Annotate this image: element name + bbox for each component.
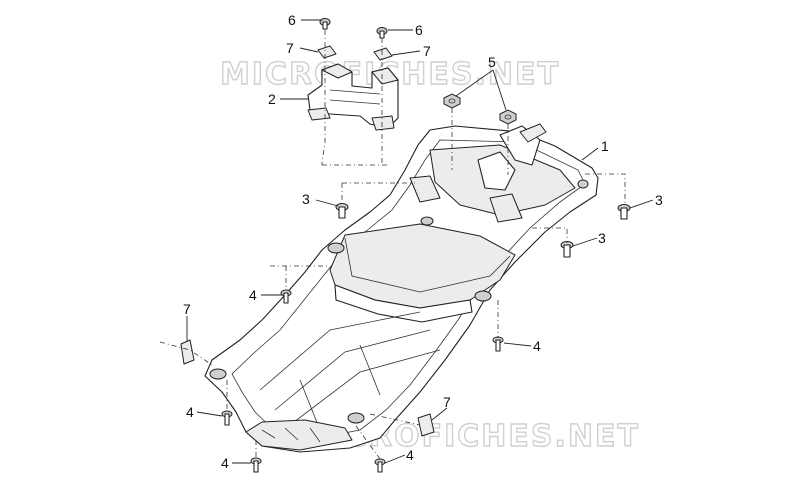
part-7-clip-b	[373, 47, 393, 61]
part-7-clip-d	[417, 413, 435, 437]
part-4-screw-c	[221, 410, 233, 426]
part-4-screw-a	[280, 289, 292, 304]
callout-3-right: 3	[655, 192, 663, 208]
part-4-screw-b	[492, 336, 504, 352]
callout-3-mid: 3	[598, 230, 606, 246]
callout-3-left: 3	[302, 191, 310, 207]
part-6-screw-right	[376, 27, 388, 39]
part-2-bracket	[307, 63, 399, 131]
part-3-bolt-right	[617, 204, 631, 220]
part-7-clip-c	[180, 339, 195, 365]
callout-4-lower-left: 4	[186, 404, 194, 420]
callout-5: 5	[488, 54, 496, 70]
callout-2: 2	[268, 91, 276, 107]
part-5-nut-right	[499, 109, 517, 125]
callout-4-bottom-left: 4	[221, 455, 229, 471]
callout-7-bottom: 7	[443, 394, 451, 410]
callout-1: 1	[601, 138, 609, 154]
part-6-screw-left	[319, 18, 331, 30]
leader-lines	[186, 19, 654, 464]
callout-4-right: 4	[533, 338, 541, 354]
callout-6-right: 6	[415, 22, 423, 38]
callout-6-left: 6	[288, 12, 296, 28]
callout-4-bottom-right: 4	[406, 447, 414, 463]
callout-7-top-left: 7	[286, 40, 294, 56]
part-1-undertray	[204, 123, 599, 453]
callout-7-top-right: 7	[423, 43, 431, 59]
callout-7-left: 7	[183, 301, 191, 317]
part-4-screw-d	[250, 457, 262, 473]
assembly-axes	[159, 30, 626, 460]
part-5-nut-left	[443, 93, 461, 109]
callout-4-upper-left: 4	[249, 287, 257, 303]
part-7-clip-a	[317, 45, 337, 59]
part-3-bolt-mid	[560, 241, 574, 258]
part-4-screw-e	[374, 458, 386, 473]
